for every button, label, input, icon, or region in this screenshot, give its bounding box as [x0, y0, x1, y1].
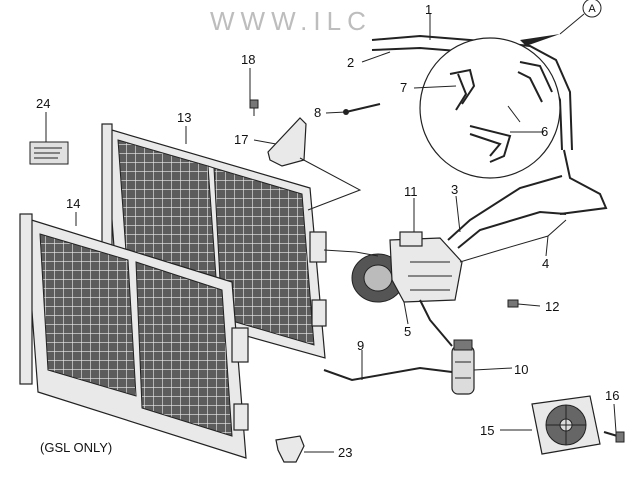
callout-18: 18 — [241, 52, 255, 67]
callout-2: 2 — [347, 55, 354, 70]
callout-8: 8 — [314, 105, 321, 120]
callout-5: 5 — [404, 324, 411, 339]
callout-13: 13 — [177, 110, 191, 125]
clip-23 — [275, 435, 305, 463]
callout-17: 17 — [234, 132, 248, 147]
callout-6: 6 — [541, 124, 548, 139]
callout-3: 3 — [451, 182, 458, 197]
callout-23: 23 — [338, 445, 352, 460]
callout-1: 1 — [425, 2, 432, 17]
callout-12: 12 — [545, 299, 559, 314]
callout-16: 16 — [605, 388, 619, 403]
detail-view-a — [419, 37, 561, 179]
compressor — [351, 231, 463, 303]
callout-4: 4 — [542, 256, 549, 271]
ref-mark-a: A — [520, 0, 602, 46]
callout-24: 24 — [36, 96, 50, 111]
callout-10: 10 — [514, 362, 528, 377]
callout-15: 15 — [480, 423, 494, 438]
watermark-text: WWW.ILC — [210, 6, 372, 36]
cooling-fan — [531, 395, 601, 455]
receiver-drier — [451, 339, 475, 395]
callouts: 1 2 3 4 5 6 7 8 9 10 11 12 13 14 15 16 1… — [36, 2, 619, 460]
gsl-only-note: (GSL ONLY) — [40, 440, 112, 455]
callout-14: 14 — [66, 196, 80, 211]
radiator-front — [19, 213, 249, 459]
callout-11: 11 — [404, 184, 418, 199]
bolt-16 — [603, 431, 625, 443]
callout-7: 7 — [400, 80, 407, 95]
bolt-12 — [507, 299, 519, 308]
svg-text:A: A — [588, 3, 596, 15]
bracket-17 — [267, 117, 307, 167]
label-24 — [29, 141, 69, 165]
leader-lines — [45, 14, 617, 453]
ac-lines — [323, 34, 608, 382]
callout-9: 9 — [357, 338, 364, 353]
hose-8 — [343, 103, 381, 115]
bolt-18 — [249, 99, 259, 116]
